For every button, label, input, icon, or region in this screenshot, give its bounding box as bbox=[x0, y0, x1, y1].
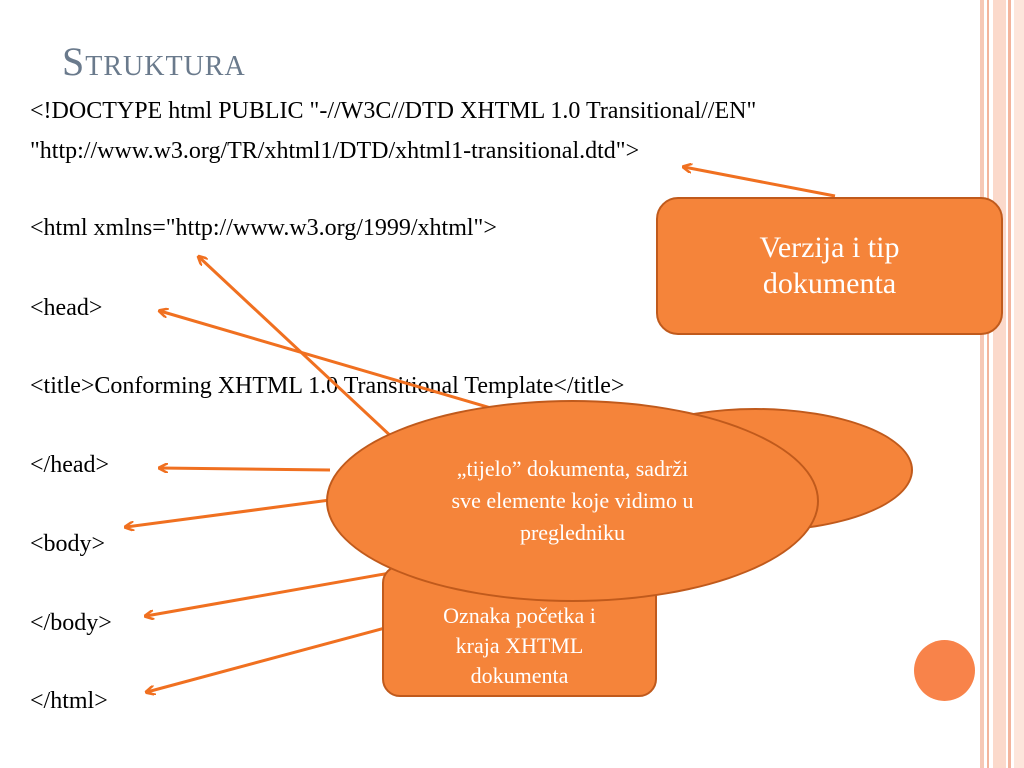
code-line-body-open: <body> bbox=[30, 531, 106, 557]
arrow-to-html-open bbox=[199, 257, 397, 442]
arrow-to-head-close bbox=[160, 468, 331, 470]
arrow-to-body-close bbox=[146, 571, 391, 616]
decor-stripe bbox=[993, 0, 1006, 768]
decor-stripe bbox=[1008, 0, 1011, 768]
code-line-html-open: <html xmlns="http://www.w3.org/1999/xhtm… bbox=[30, 215, 497, 241]
callout-document-version: Verzija i tip dokumenta bbox=[656, 197, 1003, 335]
code-line-head-open: <head> bbox=[30, 295, 103, 321]
decor-stripe bbox=[980, 0, 984, 768]
arrow-to-body-open bbox=[126, 498, 331, 527]
decor-stripe bbox=[987, 0, 989, 768]
code-line-html-close: </html> bbox=[30, 688, 108, 714]
code-line-dtd-url: "http://www.w3.org/TR/xhtml1/DTD/xhtml1-… bbox=[30, 138, 640, 164]
arrow-to-doctype bbox=[684, 167, 836, 198]
decor-circle bbox=[914, 640, 975, 701]
code-line-body-close: </body> bbox=[30, 610, 112, 636]
code-line-doctype: <!DOCTYPE html PUBLIC "-//W3C//DTD XHTML… bbox=[30, 98, 757, 124]
callout-body-ellipse: „tijelo” dokumenta, sadrži sve elemente … bbox=[326, 400, 819, 602]
arrow-to-html-close bbox=[147, 626, 386, 692]
code-line-head-close: </head> bbox=[30, 452, 110, 478]
code-line-title: <title>Conforming XHTML 1.0 Transitional… bbox=[30, 373, 625, 399]
decor-stripe bbox=[1014, 0, 1024, 768]
slide-title: Struktura bbox=[62, 39, 246, 84]
